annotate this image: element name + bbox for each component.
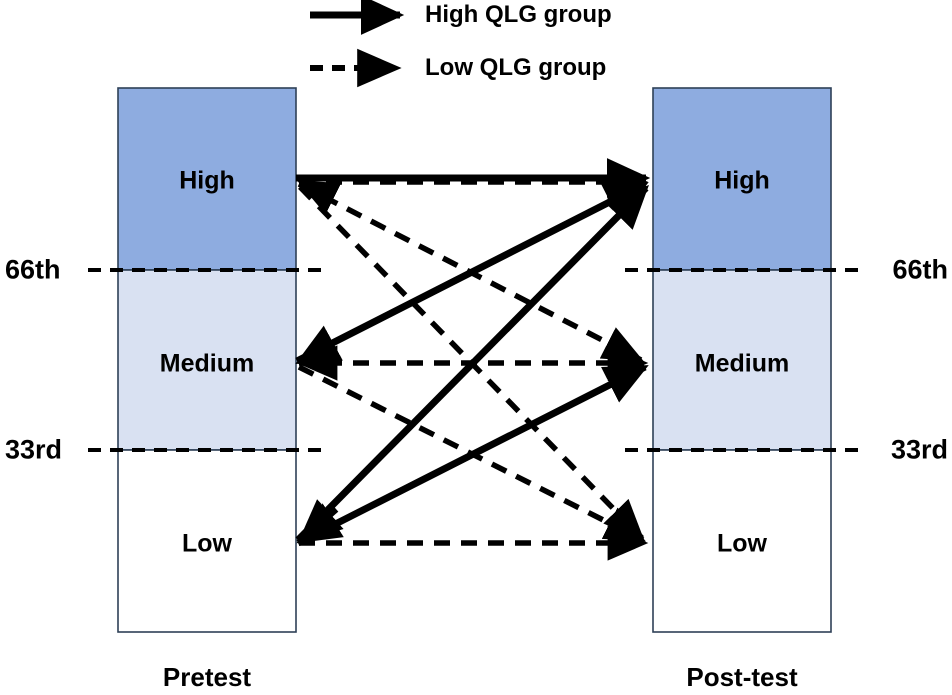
posttest-band-low (652, 449, 832, 633)
axis-label-posttest: Post-test (686, 662, 798, 692)
legend-label-low-qlg: Low QLG group (425, 54, 607, 81)
legend-label-high-qlg: High QLG group (425, 1, 612, 28)
solid-arrowheads-pretest (295, 325, 344, 544)
transition-low-to-medium-solid (296, 363, 649, 547)
percentile-label-66th-right: 66th (892, 254, 948, 285)
pretest-band-label-medium: Medium (159, 349, 255, 378)
arrowhead-pretest-high-dashed (297, 179, 342, 215)
percentile-label-66th-left: 66th (5, 254, 61, 285)
arrowhead-pretest-medium-solid (295, 325, 343, 366)
percentile-label-33rd-left: 33rd (5, 434, 63, 465)
pretest-band-low (117, 449, 297, 633)
posttest-band-label-high: High (714, 166, 770, 195)
posttest-band-label-low: Low (717, 529, 767, 558)
pretest-band-label-low: Low (182, 529, 232, 558)
axis-label-pretest: Pretest (162, 662, 252, 692)
transitions-high-qlg (295, 158, 651, 547)
transition-low-to-high-solid (295, 185, 649, 543)
posttest-band-high (652, 87, 832, 271)
arrowhead-pretest-low-solid-b (297, 499, 344, 543)
percentile-label-33rd-right: 33rd (890, 434, 948, 465)
pretest-bar (117, 87, 297, 633)
posttest-band-label-medium: Medium (694, 349, 790, 378)
transition-medium-to-high-solid (295, 180, 649, 365)
transition-arrowheads-pretest (296, 179, 342, 381)
pretest-band-label-high: High (179, 166, 235, 195)
